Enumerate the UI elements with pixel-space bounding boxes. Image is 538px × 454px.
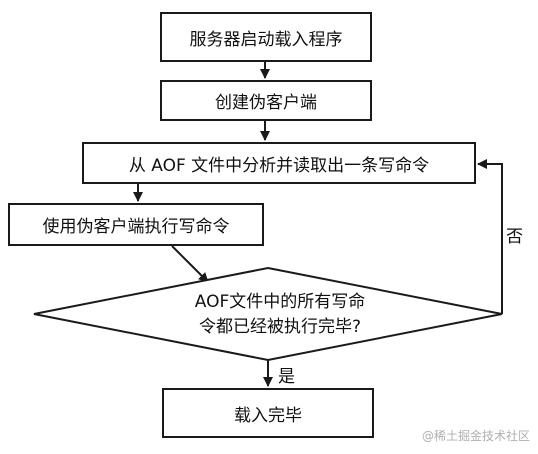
- step-create-client: 创建伪客户端: [160, 80, 372, 121]
- decision-line-1: AOF文件中的所有写命: [194, 292, 366, 312]
- step-execute-label: 使用伪客户端执行写命令: [42, 217, 230, 237]
- step-start-label: 服务器启动载入程序: [189, 29, 343, 50]
- edge-label-no: 否: [506, 227, 523, 247]
- step-start: 服务器启动载入程序: [160, 12, 372, 62]
- arrow-execute-to-decision: [171, 245, 209, 283]
- edge-label-yes: 是: [278, 367, 295, 387]
- step-read-command-label: 从 AOF 文件中分析并读取出一条写命令: [128, 155, 430, 176]
- step-read-command: 从 AOF 文件中分析并读取出一条写命令: [82, 142, 476, 184]
- step-execute: 使用伪客户端执行写命令: [8, 203, 264, 246]
- watermark: @稀土掘金技术社区: [421, 429, 530, 443]
- step-done-label: 载入完毕: [234, 405, 302, 426]
- decision-line-2: 令都已经被执行完毕?: [198, 317, 362, 337]
- step-done: 载入完毕: [162, 388, 374, 438]
- arrow-no-loop: [477, 159, 503, 314]
- step-create-client-label: 创建伪客户端: [215, 93, 317, 113]
- decision-text: AOF文件中的所有写命 令都已经被执行完毕?: [180, 290, 380, 340]
